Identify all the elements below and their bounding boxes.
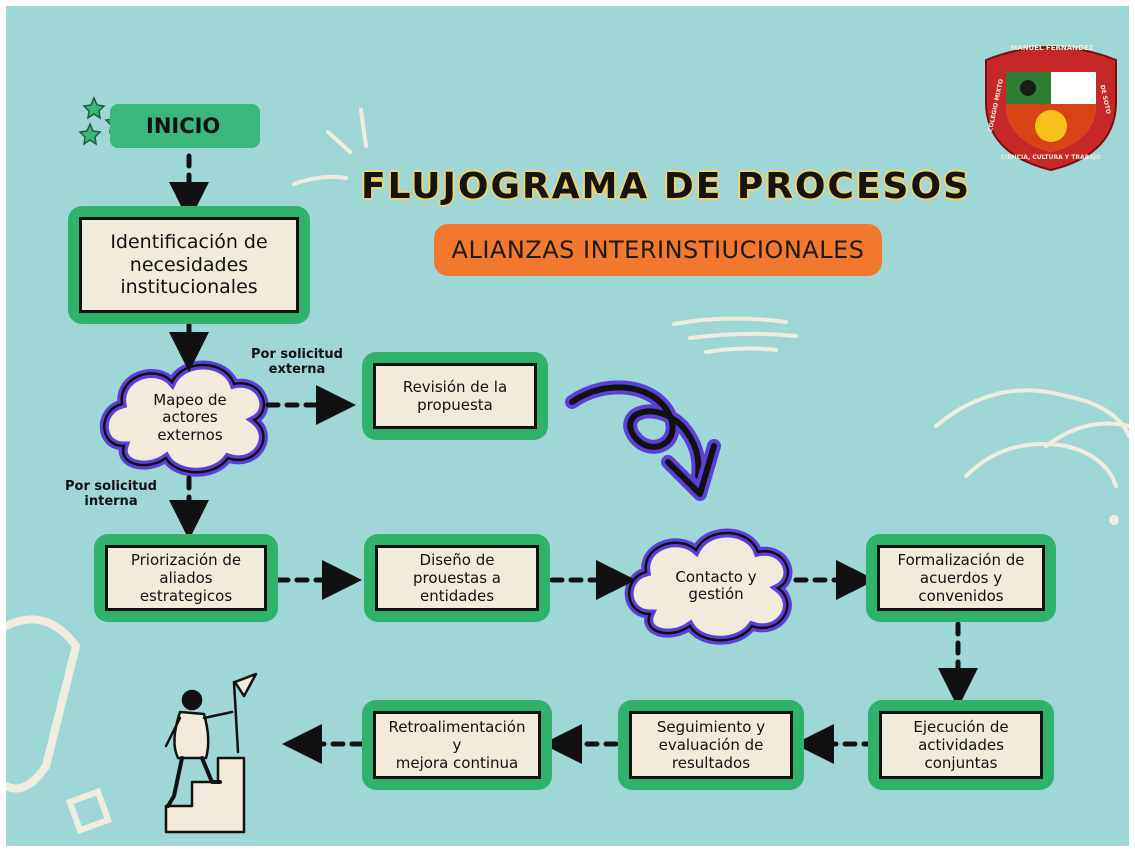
school-logo [985, 46, 1117, 172]
node-identificacion: Identificación de necesidades institucio… [68, 206, 310, 324]
node-ejecucion: Ejecución de actividades conjuntas [868, 700, 1054, 790]
edge-label-externa: Por solicitud externa [251, 347, 343, 377]
node-diseno-label: Diseño de prouestas a entidades [375, 545, 539, 611]
node-ejecucion-label: Ejecución de actividades conjuntas [879, 711, 1043, 779]
node-identificacion-label: Identificación de necesidades institucio… [79, 217, 299, 313]
node-mapeo-label: Mapeo de actores externos [153, 391, 227, 444]
page-title: FLUJOGRAMA DE PROCESOS [360, 166, 971, 207]
edge-label-interna: Por solicitud interna [65, 479, 157, 509]
connectors-layer [6, 46, 1129, 835]
cloud-contacto-shape [624, 528, 793, 645]
person-stairs-illustration [164, 672, 258, 834]
start-label: INICIO [146, 114, 221, 138]
node-priorizacion: Priorización de aliados estrategicos [94, 534, 278, 622]
node-contacto-label: Contacto y gestión [675, 567, 757, 603]
node-seguimiento-label: Seguimiento y evaluación de resultados [629, 711, 793, 779]
dashed-arrows [169, 153, 978, 764]
node-retroalimentacion-label: Retroalimentación y mejora continua [373, 711, 541, 779]
node-diseno: Diseño de prouestas a entidades [364, 534, 550, 622]
background-doodles [6, 108, 1129, 835]
node-revision: Revisión de la propuesta [362, 352, 548, 440]
decor-dot [1109, 515, 1119, 525]
node-retroalimentacion: Retroalimentación y mejora continua [362, 700, 552, 790]
node-seguimiento: Seguimiento y evaluación de resultados [618, 700, 804, 790]
flowchart-canvas: MANUEL FERNANDEZ COLEGIO MIXTO DE SOTO C… [6, 6, 1129, 846]
logo-top-text: MANUEL FERNANDEZ [1010, 44, 1094, 52]
logo-bottom-text: CIENCIA, CULTURA Y TRABAJO [1000, 154, 1102, 161]
cloud-mapeo-shape [99, 360, 269, 477]
page-subtitle: ALIANZAS INTERINSTIUCIONALES [434, 224, 882, 276]
swirl-arrow-icon [565, 380, 721, 501]
node-formalizacion: Formalización de acuerdos y convenidos [866, 534, 1056, 622]
node-formalizacion-label: Formalización de acuerdos y convenidos [877, 545, 1045, 611]
start-node: INICIO [110, 104, 260, 148]
node-revision-label: Revisión de la propuesta [373, 363, 537, 429]
node-priorizacion-label: Priorización de aliados estrategicos [105, 545, 267, 611]
